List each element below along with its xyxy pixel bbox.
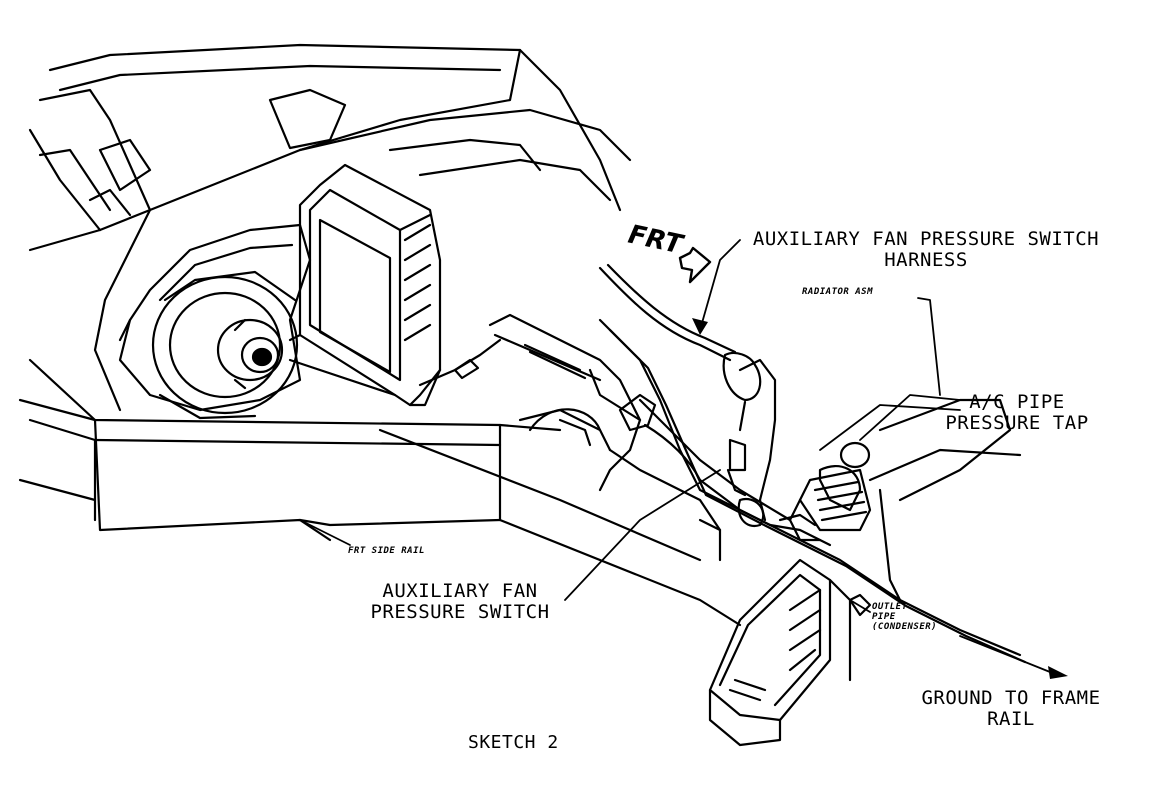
leader-lines	[299, 239, 1051, 673]
ac-pipe-label-line1: A/C PIPE	[969, 391, 1065, 413]
sketch-caption: SKETCH 2	[468, 732, 559, 753]
harness-label-line2: HARNESS	[884, 248, 968, 271]
blower-motor	[151, 270, 299, 420]
body-panel	[18, 43, 632, 502]
harness-label: AUXILIARY FAN PRESSURE SWITCH HARNESS	[742, 229, 1110, 271]
ac-pipes	[598, 318, 1027, 664]
ac-pipe-label-line2: PRESSURE TAP	[945, 411, 1089, 434]
switch-harness	[598, 263, 777, 522]
ground-label-line2: RAIL	[987, 707, 1035, 730]
radiator	[788, 398, 1022, 602]
side-rail-label: FRT SIDE RAIL	[348, 546, 425, 556]
condenser	[708, 558, 872, 747]
ac-pipe-label: A/C PIPE PRESSURE TAP	[943, 392, 1091, 434]
harness-label-line1: AUXILIARY FAN PRESSURE SWITCH	[752, 228, 1100, 250]
radiator-label: RADIATOR ASM	[802, 287, 874, 297]
arrowheads	[692, 318, 1068, 679]
bracket-plate	[118, 223, 312, 412]
outlet-pipe-label: OUTLET PIPE (CONDENSER)	[872, 602, 938, 633]
ground-label-line1: GROUND TO FRAME	[921, 687, 1101, 709]
switch-label-line1: AUXILIARY FAN	[382, 580, 538, 602]
switch-label-line2: PRESSURE SWITCH	[370, 600, 550, 623]
forward-arrow	[678, 246, 712, 284]
outlet-pipe-label-line2: PIPE	[872, 611, 896, 622]
switch-label: AUXILIARY FAN PRESSURE SWITCH	[362, 581, 558, 623]
outlet-pipe-label-line1: OUTLET	[872, 602, 908, 612]
outlet-pipe-label-line3: (CONDENSER)	[872, 621, 938, 632]
inner-fender	[488, 313, 722, 562]
ground-label: GROUND TO FRAME RAIL	[912, 688, 1110, 730]
module-box	[288, 163, 442, 407]
